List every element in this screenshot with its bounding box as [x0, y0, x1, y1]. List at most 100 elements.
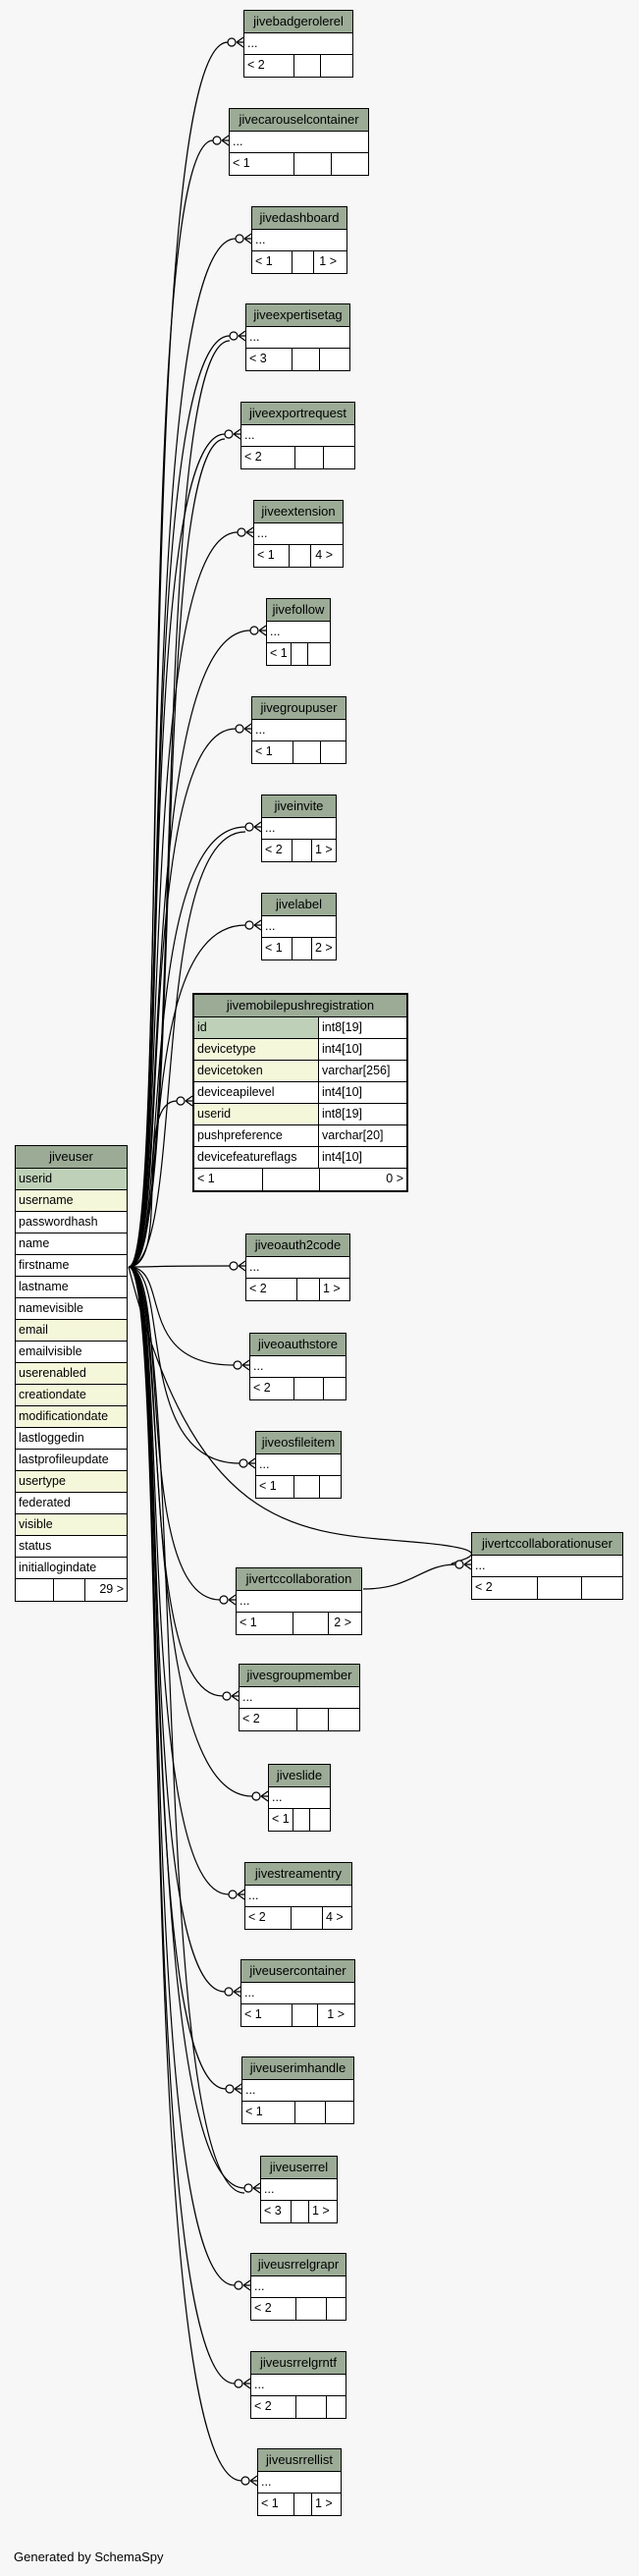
- table-footer: < 1: [242, 2102, 353, 2123]
- footer-cell: [292, 251, 313, 273]
- table-jivegroupuser[interactable]: jivegroupuser...< 1: [251, 696, 346, 764]
- column-row: ...: [258, 2472, 341, 2494]
- column-placeholder: ...: [245, 2083, 256, 2097]
- column-row: ...: [240, 1687, 359, 1709]
- table-jivefollow[interactable]: jivefollow...< 1: [266, 598, 331, 666]
- table-jiveusrrelgrntf[interactable]: jiveusrrelgrntf...< 2: [250, 2351, 346, 2419]
- optional-marker: [239, 1458, 248, 1468]
- column-status: status: [19, 1539, 52, 1553]
- column-row: ...: [237, 1591, 361, 1613]
- column-row: modificationdate: [16, 1406, 127, 1428]
- relationship-line: [128, 1265, 231, 1268]
- many-marker: [236, 36, 244, 48]
- table-footer: < 3: [246, 349, 349, 370]
- optional-marker: [227, 37, 237, 47]
- optional-marker: [249, 626, 259, 635]
- relationship-line: [128, 1266, 242, 2482]
- table-name: jiveoauthstore: [250, 1334, 346, 1356]
- column-row: ...: [241, 1983, 354, 2004]
- table-footer: < 2: [472, 1577, 622, 1599]
- table-jiveuserimhandle[interactable]: jiveuserimhandle...< 1: [241, 2056, 354, 2124]
- footer-cell: [16, 1579, 53, 1601]
- column-placeholder: ...: [265, 919, 276, 933]
- column-row: initiallogindate: [16, 1558, 127, 1579]
- many-marker: [221, 135, 230, 146]
- column-placeholder: ...: [242, 1690, 253, 1704]
- many-marker: [253, 919, 262, 931]
- optional-marker: [244, 920, 254, 930]
- many-marker: [249, 2475, 258, 2487]
- table-footer: < 1: [267, 643, 330, 665]
- column-type: int8[19]: [318, 1017, 406, 1038]
- column-row: ...: [262, 916, 336, 938]
- column-federated: federated: [19, 1496, 71, 1509]
- footer-cell: 1 >: [319, 1279, 343, 1300]
- column-placeholder: ...: [255, 233, 266, 247]
- table-jivebadgerolerel[interactable]: jivebadgerolerel...< 2: [243, 10, 353, 78]
- many-marker: [237, 1889, 245, 1900]
- table-jiveexportrequest[interactable]: jiveexportrequest...< 2: [240, 402, 355, 469]
- column-deviceapilevel: deviceapilevel: [197, 1085, 275, 1099]
- footer-cell: [293, 55, 320, 77]
- many-marker: [233, 428, 241, 440]
- table-jiveexpertisetag[interactable]: jiveexpertisetag...< 3: [245, 303, 350, 371]
- footer-cell: < 1: [255, 744, 273, 758]
- column-modificationdate: modificationdate: [16, 1406, 127, 1427]
- table-jivecarouselcontainer[interactable]: jivecarouselcontainer...< 1: [229, 108, 369, 176]
- column-userid: userid: [16, 1169, 127, 1189]
- table-jiveoauthstore[interactable]: jiveoauthstore...< 2: [249, 1333, 346, 1400]
- table-jiveosfileitem[interactable]: jiveosfileitem...< 1: [255, 1431, 342, 1499]
- many-marker: [253, 821, 262, 833]
- table-jiveslide[interactable]: jiveslide...< 1: [268, 1764, 331, 1832]
- column-placeholder: ...: [255, 723, 266, 737]
- table-name: jiveslide: [269, 1765, 330, 1787]
- column-row: ...: [250, 1356, 346, 1378]
- column-placeholder: ...: [248, 1889, 259, 1902]
- column-row: ...: [254, 523, 343, 545]
- table-name: jivertccollaboration: [237, 1568, 361, 1591]
- footer-cell: [293, 153, 331, 175]
- relationship-line: [128, 924, 246, 1268]
- many-marker: [260, 1790, 269, 1802]
- column-id: id: [194, 1017, 318, 1038]
- footer-cell: 1 >: [313, 251, 340, 273]
- optional-marker: [224, 429, 234, 439]
- footer-cell: < 1: [265, 941, 283, 955]
- footer-cell: 1 >: [317, 2004, 347, 2026]
- column-row: ...: [251, 2276, 346, 2298]
- column-devicefeatureflags: devicefeatureflags: [197, 1150, 297, 1164]
- column-placeholder: ...: [233, 135, 243, 148]
- optional-marker: [240, 2476, 250, 2486]
- footer-cell: [293, 1476, 319, 1498]
- table-footer: < 2: [251, 2298, 346, 2320]
- column-type: int4[10]: [318, 1147, 406, 1168]
- footer-cell: < 1: [272, 1812, 290, 1826]
- table-jivertccollaborationuser[interactable]: jivertccollaborationuser...< 2: [471, 1532, 623, 1600]
- column-placeholder: ...: [240, 1594, 250, 1608]
- footer-cell: 1 >: [311, 840, 333, 861]
- relationship-line: [128, 1266, 245, 2194]
- footer-cell: < 2: [244, 450, 262, 464]
- table-jivesgroupmember[interactable]: jivesgroupmember...< 2: [239, 1664, 360, 1731]
- table-name: jivecarouselcontainer: [230, 109, 368, 132]
- table-jiveusrrelgrapr[interactable]: jiveusrrelgrapr...< 2: [250, 2253, 346, 2321]
- column-row: ...: [252, 720, 346, 741]
- footer-cell: < 3: [264, 2204, 282, 2218]
